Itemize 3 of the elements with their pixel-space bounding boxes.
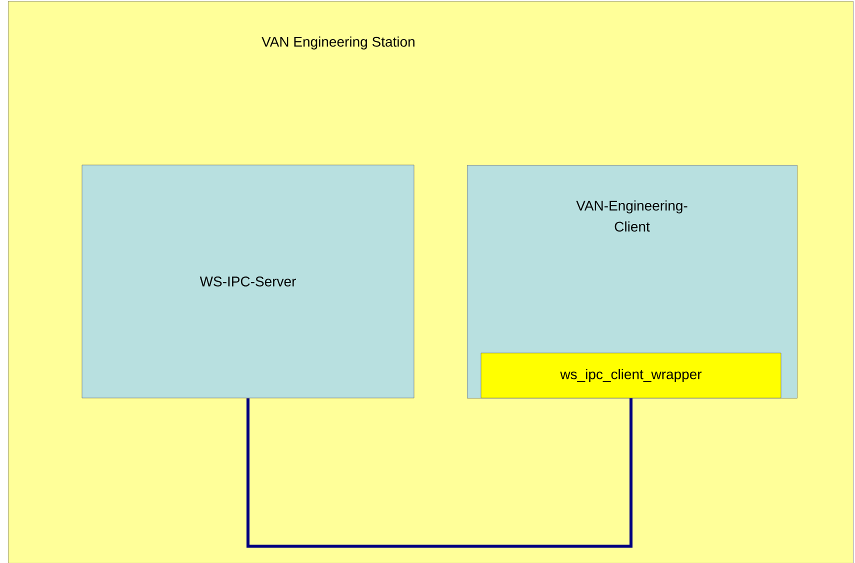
wrapper-box: ws_ipc_client_wrapper — [480, 352, 782, 398]
server-box: WS-IPC-Server — [82, 164, 414, 398]
connector-line — [246, 398, 632, 548]
